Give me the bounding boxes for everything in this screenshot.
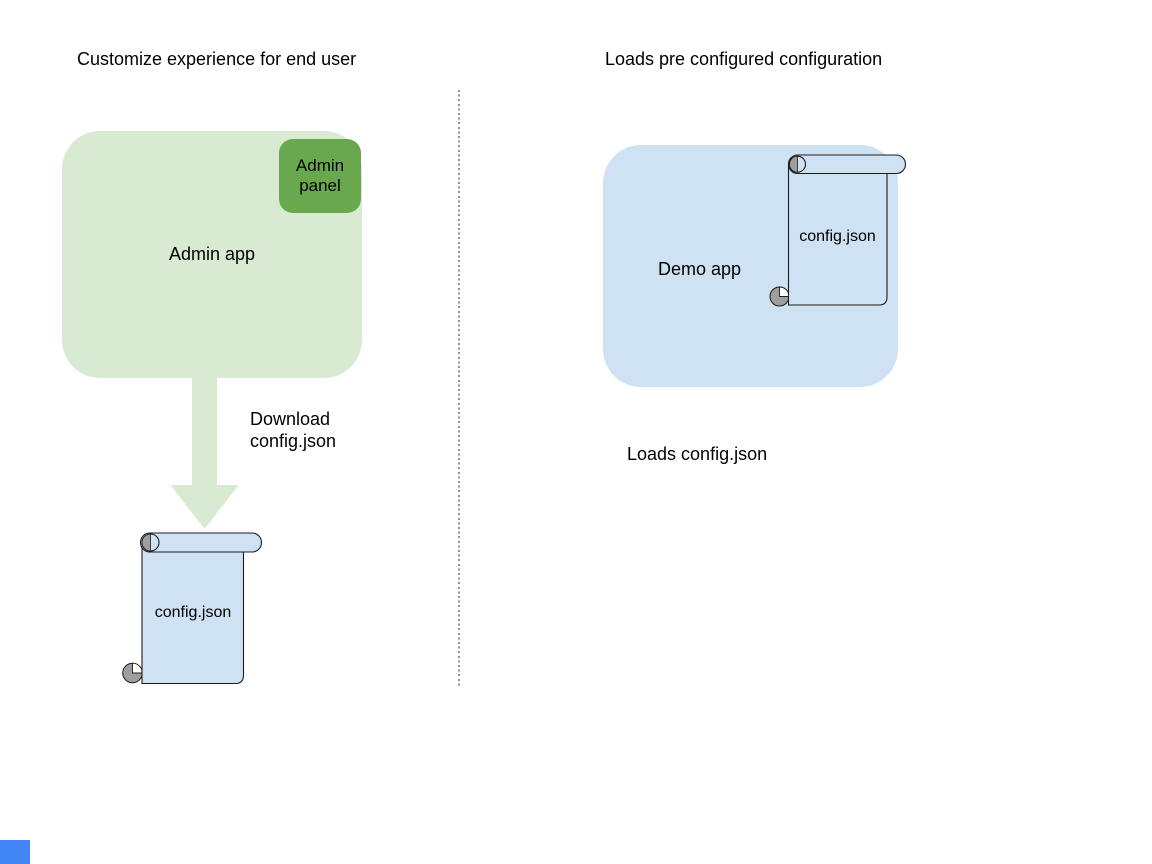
- left-section-header: Customize experience for end user: [77, 49, 357, 69]
- scroll-bottom-curl-notch: [779, 286, 790, 297]
- section-divider-dotted-line: [458, 90, 460, 686]
- scroll-top-roll: [787, 154, 907, 175]
- corner-blue-square: [0, 840, 30, 864]
- scroll-body: [141, 543, 245, 685]
- scroll-bottom-curl-notch: [132, 662, 143, 674]
- scroll-top-curl-shade: [789, 155, 798, 173]
- demo-app-label: Demo app: [658, 259, 742, 279]
- admin-panel-shape: Admin panel: [279, 139, 361, 213]
- download-arrow-shape: [170, 377, 239, 529]
- download-config-label: Download config.json: [250, 409, 337, 451]
- right-section-header: Loads pre configured configuration: [605, 49, 883, 69]
- config-json-scroll-left: [122, 532, 263, 685]
- scroll-body: [787, 164, 888, 306]
- config-json-scroll-right: [769, 154, 907, 307]
- admin-app-label: Admin app: [168, 244, 256, 264]
- config-json-label-left: config.json: [154, 604, 232, 621]
- loads-config-caption: Loads config.json: [627, 444, 768, 464]
- admin-panel-label: Admin panel: [295, 156, 345, 195]
- scroll-top-curl-shade: [141, 533, 151, 552]
- download-arrow: [170, 377, 239, 529]
- scroll-top-roll: [139, 532, 263, 553]
- config-json-label-right: config.json: [799, 228, 876, 245]
